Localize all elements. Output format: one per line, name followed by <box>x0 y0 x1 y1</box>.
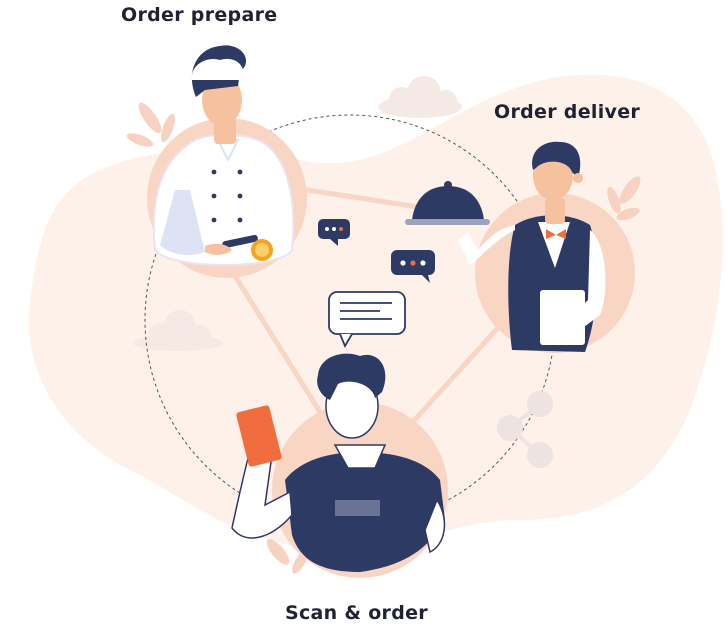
cloud-icon-top <box>378 76 462 118</box>
chat-bubble-icon-medium <box>391 250 435 283</box>
network-node-icon <box>497 391 553 468</box>
customer-figure <box>231 353 446 572</box>
order-prepare-label: Order prepare <box>121 4 278 26</box>
scan-order-label: Scan & order <box>285 602 428 624</box>
leaf-icon-right <box>607 176 641 221</box>
order-deliver-label: Order deliver <box>494 101 641 123</box>
chef-figure <box>152 45 295 266</box>
cloud-icon-left <box>133 310 223 351</box>
waiter-figure <box>405 141 606 352</box>
chat-bubble-icon-small <box>318 219 350 246</box>
message-bubble-icon <box>328 291 406 349</box>
leaf-icon-left <box>126 102 175 147</box>
